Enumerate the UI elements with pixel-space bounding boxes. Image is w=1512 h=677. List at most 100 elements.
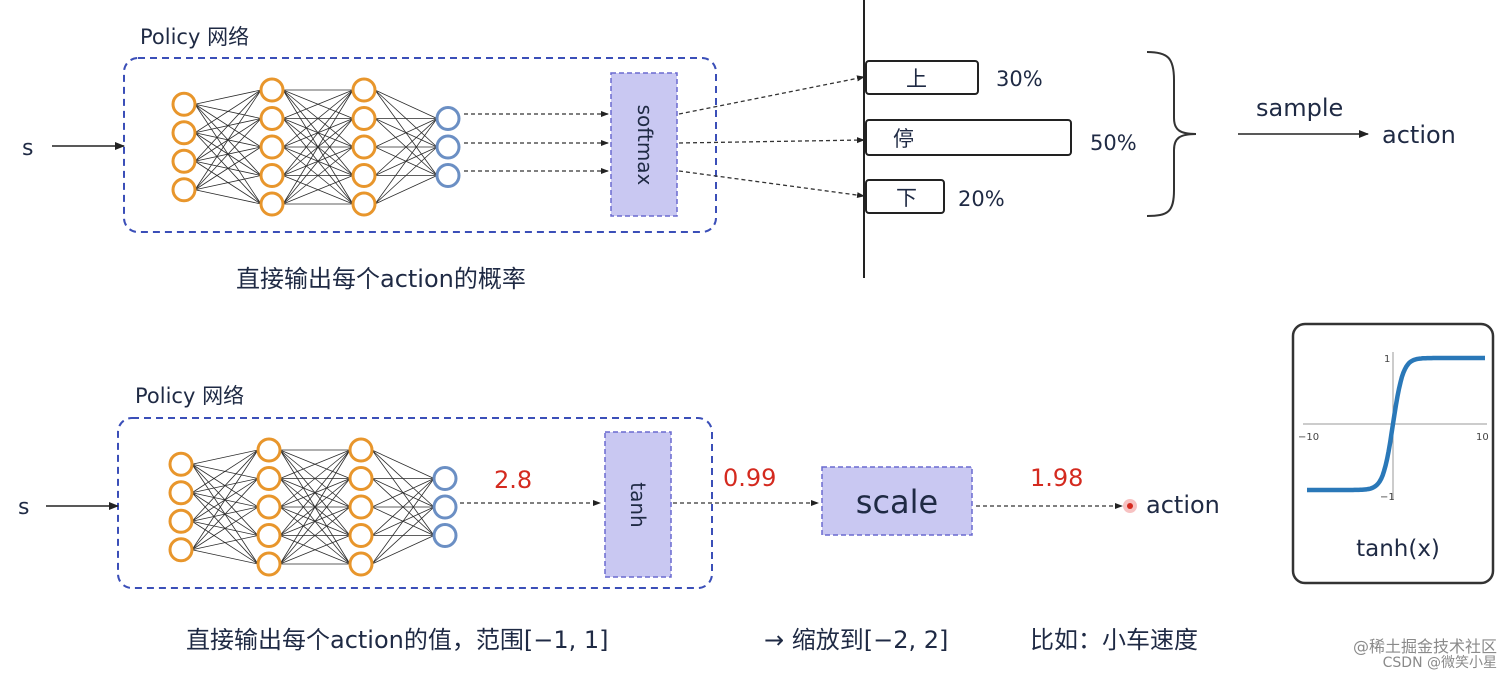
net-edge bbox=[191, 449, 259, 522]
net-node bbox=[348, 437, 374, 463]
prob-bar-stop bbox=[865, 119, 1072, 156]
top-section: Policy 网络 s softmax 上 30% 停 50% 下 20% sa… bbox=[22, 0, 1456, 293]
top-softmax-label: softmax bbox=[633, 105, 657, 186]
action-label-up: 上 bbox=[906, 67, 927, 91]
net-edge bbox=[371, 535, 435, 565]
net-node bbox=[256, 523, 282, 548]
net-edge bbox=[279, 535, 351, 565]
bottom-caption-1: 直接输出每个action的值，范围[−1, 1] bbox=[186, 626, 609, 654]
net-node bbox=[259, 191, 285, 217]
net-node bbox=[171, 148, 197, 174]
bottom-neural-net bbox=[168, 437, 458, 577]
net-node bbox=[259, 77, 285, 103]
net-edge bbox=[194, 118, 262, 191]
prob-value-stop: 50% bbox=[1090, 131, 1137, 155]
net-node bbox=[168, 537, 194, 563]
tanh-plot-label: tanh(x) bbox=[1356, 536, 1440, 562]
net-node bbox=[168, 508, 194, 534]
net-node bbox=[351, 77, 377, 103]
net-edge bbox=[194, 89, 262, 134]
tanh-y-bottom: −1 bbox=[1380, 492, 1395, 503]
bottom-input-s: s bbox=[18, 495, 29, 520]
net-edge bbox=[194, 175, 262, 191]
net-edge bbox=[279, 478, 351, 565]
net-edge bbox=[191, 506, 259, 551]
net-node bbox=[171, 120, 197, 146]
net-edge bbox=[191, 449, 259, 465]
top-softmax-box bbox=[610, 72, 678, 217]
net-node bbox=[351, 191, 377, 217]
tanh-x-left: −10 bbox=[1298, 432, 1319, 443]
scale-label: scale bbox=[856, 483, 938, 521]
bottom-caption-3: 比如：小车速度 bbox=[1030, 626, 1198, 654]
net-edge bbox=[282, 175, 354, 205]
net-node bbox=[432, 494, 458, 520]
watermark-line1: @稀土掘金技术社区 bbox=[1353, 637, 1497, 656]
tanh-plot: 1 −1 −10 10 tanh(x) bbox=[1291, 322, 1495, 585]
net-edge bbox=[374, 89, 438, 119]
net-edge bbox=[282, 89, 354, 119]
net-edge bbox=[282, 89, 354, 205]
net-node bbox=[256, 494, 282, 520]
net-node bbox=[348, 494, 374, 520]
net-node bbox=[351, 163, 377, 188]
prob-bar-up bbox=[865, 60, 979, 95]
action-label-stop: 停 bbox=[893, 127, 914, 151]
net-node bbox=[171, 177, 197, 203]
top-input-s: s bbox=[22, 136, 33, 161]
net-node bbox=[435, 134, 461, 160]
tanh-x-right: 10 bbox=[1476, 432, 1489, 443]
net-edge bbox=[371, 478, 435, 565]
net-edge bbox=[194, 189, 262, 205]
sample-label: sample bbox=[1256, 94, 1343, 122]
top-policy-label: Policy 网络 bbox=[140, 25, 249, 49]
net-edge bbox=[374, 118, 438, 176]
net-edge bbox=[374, 118, 438, 148]
net-node bbox=[435, 163, 461, 188]
net-edge bbox=[371, 449, 435, 479]
bottom-section: Policy 网络 s 2.8 tanh 0.99 scale 1.98 act… bbox=[18, 384, 1220, 654]
net-edge bbox=[194, 89, 262, 162]
net-edge bbox=[371, 506, 435, 565]
curly-brace bbox=[1146, 51, 1197, 217]
top-caption: 直接输出每个action的概率 bbox=[236, 265, 526, 293]
net-edge bbox=[374, 118, 438, 205]
tanh-curve bbox=[1307, 355, 1485, 493]
tanh-box bbox=[604, 431, 672, 578]
net-node bbox=[171, 91, 197, 117]
watermark-line2: CSDN @微笑小星 bbox=[1383, 655, 1497, 671]
net-node bbox=[168, 480, 194, 506]
net-edge bbox=[371, 478, 435, 508]
net-node bbox=[259, 163, 285, 188]
net-node bbox=[351, 134, 377, 160]
scale-box bbox=[821, 466, 973, 536]
bottom-policy-label: Policy 网络 bbox=[135, 384, 244, 408]
net-edge bbox=[374, 175, 438, 205]
value-raw: 2.8 bbox=[494, 466, 532, 494]
net-edge bbox=[374, 146, 438, 205]
net-edge bbox=[282, 89, 354, 148]
tanh-label: tanh bbox=[626, 482, 650, 527]
prob-value-down: 20% bbox=[958, 187, 1005, 211]
value-tanh: 0.99 bbox=[723, 464, 776, 492]
prob-value-up: 30% bbox=[996, 67, 1043, 91]
net-edge bbox=[194, 89, 262, 105]
dotted-arrow-stop bbox=[678, 137, 865, 144]
net-edge bbox=[279, 449, 351, 479]
net-edge bbox=[279, 449, 351, 536]
net-edge bbox=[191, 449, 259, 550]
dotted-arrow-down bbox=[678, 170, 865, 199]
net-edge bbox=[191, 478, 259, 551]
bottom-caption-2: → 缩放到[−2, 2] bbox=[764, 626, 948, 654]
net-node bbox=[256, 437, 282, 463]
net-node bbox=[259, 134, 285, 160]
net-edge bbox=[279, 506, 351, 565]
net-node bbox=[432, 466, 458, 491]
net-node bbox=[168, 451, 194, 477]
net-edge bbox=[282, 146, 354, 205]
net-node bbox=[348, 551, 374, 577]
top-policy-box bbox=[123, 57, 717, 233]
top-output-action: action bbox=[1382, 121, 1456, 149]
net-node bbox=[435, 106, 461, 131]
